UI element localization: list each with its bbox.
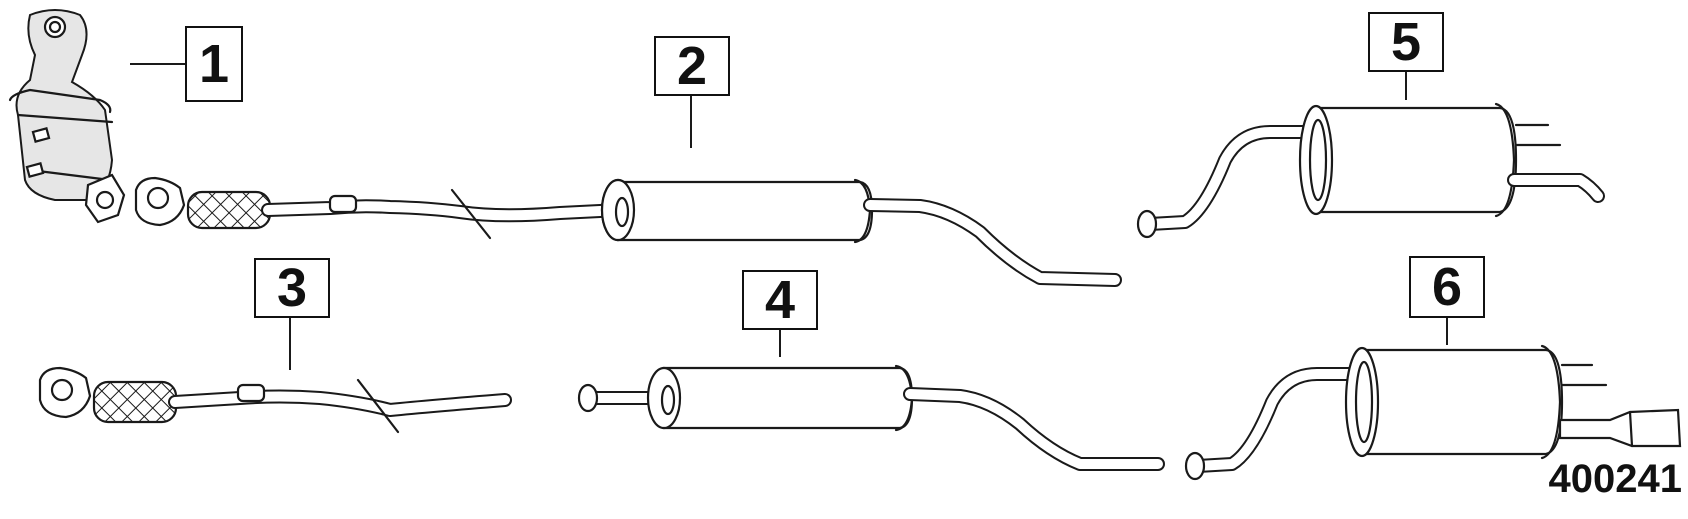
callout-5: 5 — [1368, 12, 1444, 72]
callout-3: 3 — [254, 258, 330, 318]
front-pipe-flex-section-icon — [38, 366, 512, 434]
callout-1: 1 — [185, 26, 243, 102]
reference-number: 400241 — [1548, 457, 1682, 501]
catalytic-converter-icon — [8, 9, 126, 224]
rear-muffler-dual-tip-icon — [1184, 344, 1682, 481]
callout-2: 2 — [654, 36, 730, 96]
center-muffler-pipe-icon — [577, 364, 1165, 471]
callout-4: 4 — [742, 270, 818, 330]
front-pipe-with-center-muffler-icon — [134, 176, 1122, 287]
callout-6: 6 — [1409, 256, 1485, 318]
rear-muffler-icon — [1136, 102, 1605, 239]
